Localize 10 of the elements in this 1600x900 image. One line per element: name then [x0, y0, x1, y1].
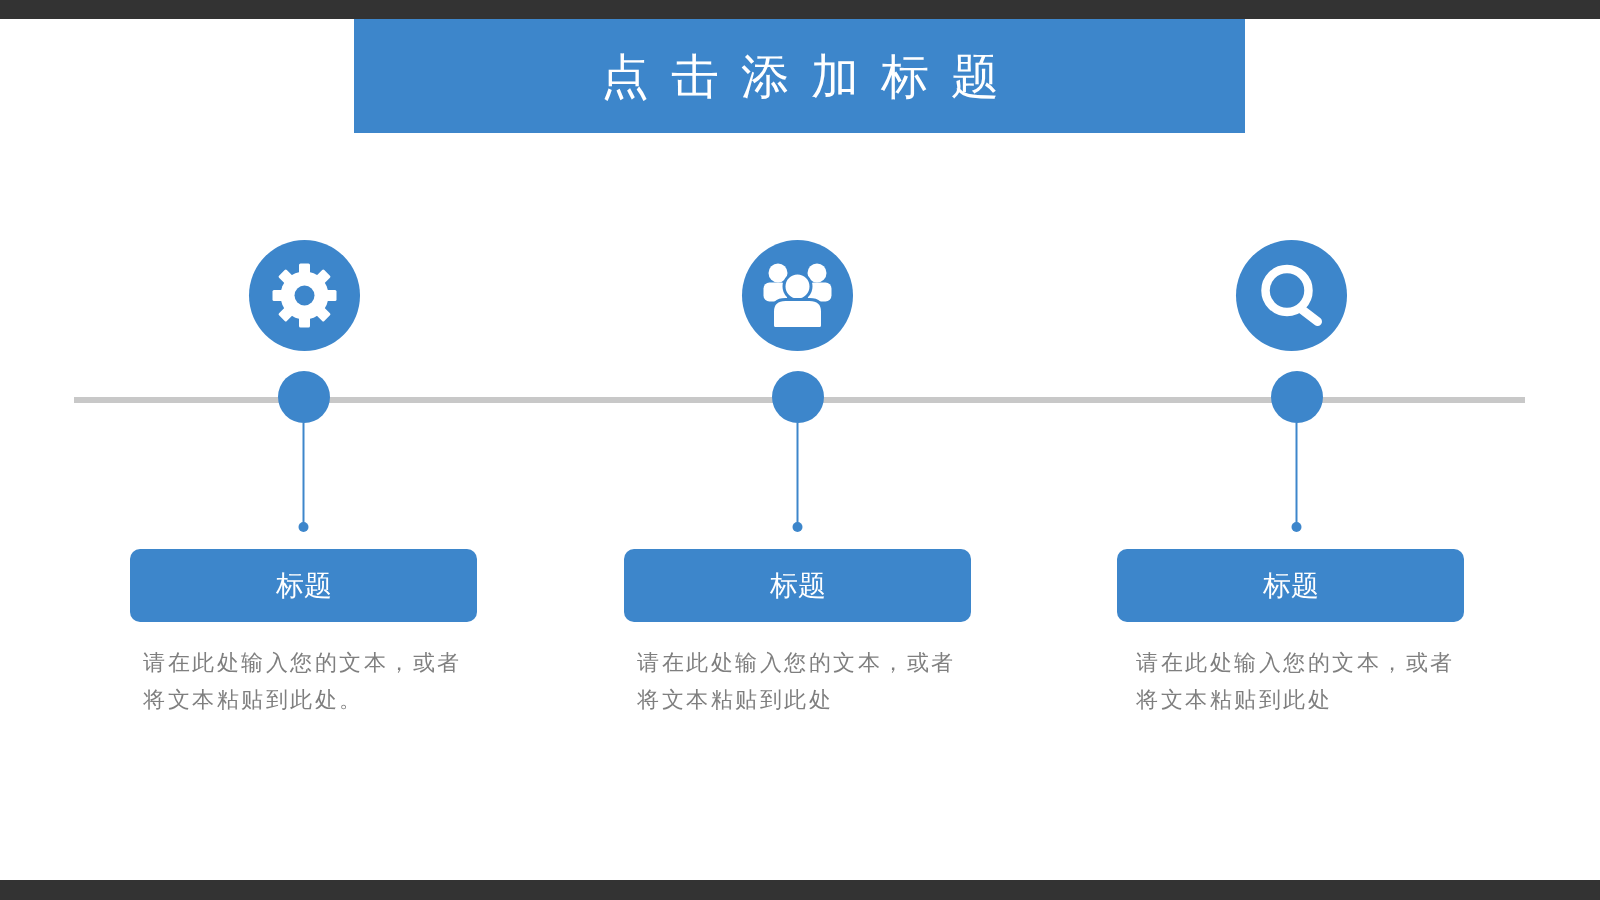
body-text: 请在此处输入您的文本，或者将文本粘贴到此处 [637, 649, 957, 714]
title-banner: 点击添加标题 [354, 19, 1245, 133]
heading-box: 标题 [1117, 549, 1464, 622]
heading-box: 标题 [130, 549, 477, 622]
connector-line [1291, 421, 1302, 532]
body-text: 请在此处输入您的文本，或者将文本粘贴到此处。 [143, 649, 463, 714]
body-text: 请在此处输入您的文本，或者将文本粘贴到此处 [1136, 649, 1456, 714]
connector-line [298, 421, 309, 532]
connector-line [792, 421, 803, 532]
heading-box: 标题 [624, 549, 971, 622]
